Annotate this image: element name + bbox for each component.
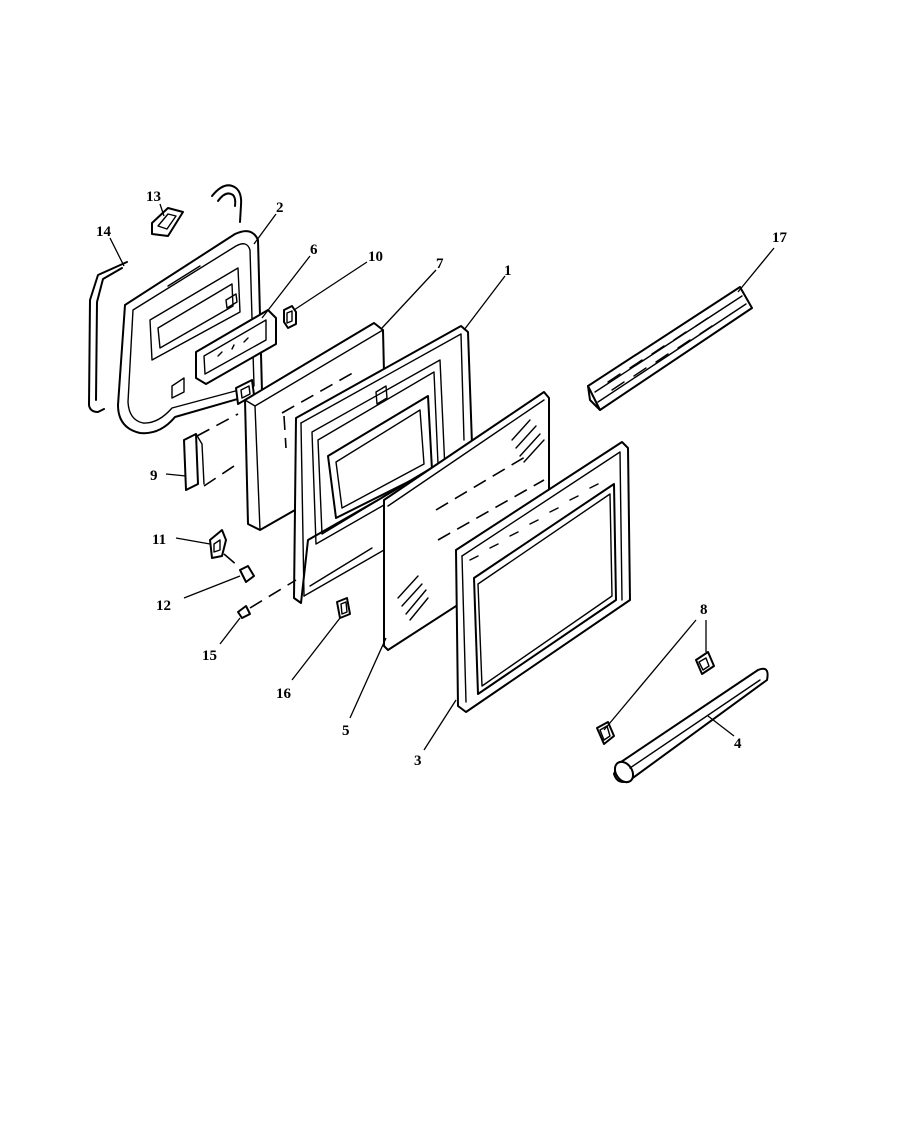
part-2-door-liner (117, 230, 263, 435)
part-10-bracket (283, 305, 297, 329)
part-13-clip (151, 207, 184, 237)
part-4-handle (613, 667, 769, 784)
callout-5: 5 (342, 723, 350, 739)
callout-4: 4 (734, 736, 742, 752)
callout-6: 6 (310, 242, 318, 258)
callout-14: 14 (96, 224, 112, 240)
callout-8: 8 (700, 602, 708, 618)
leader-lines (109, 203, 775, 751)
callout-3: 3 (414, 753, 422, 769)
callout-1: 1 (504, 263, 512, 279)
part-6-window-frame (195, 309, 277, 385)
part-16-stop (336, 597, 351, 619)
callout-16: 16 (276, 686, 292, 702)
callout-12: 12 (156, 598, 171, 614)
part-11-clip (209, 529, 227, 559)
callout-13: 13 (146, 189, 161, 205)
part-3-trim-frame (455, 441, 631, 713)
callout-11: 11 (152, 532, 166, 548)
callout-2: 2 (276, 200, 284, 216)
callout-17: 17 (772, 230, 788, 246)
part-17-rail (587, 286, 753, 411)
part-8-end-caps (596, 651, 715, 745)
part-12-screw (223, 553, 255, 583)
part-1-outer-door (293, 325, 473, 604)
callout-9: 9 (150, 468, 158, 484)
callout-7: 7 (436, 256, 444, 272)
callout-labels: 1 2 3 4 5 6 7 8 9 10 11 12 13 14 15 16 1… (96, 189, 788, 769)
callout-10: 10 (368, 249, 383, 265)
part-15-screw (237, 579, 297, 619)
part-9-hinge (183, 413, 241, 491)
callout-15: 15 (202, 648, 217, 664)
part-14-gasket (88, 261, 128, 413)
part-2-rod (211, 184, 243, 223)
